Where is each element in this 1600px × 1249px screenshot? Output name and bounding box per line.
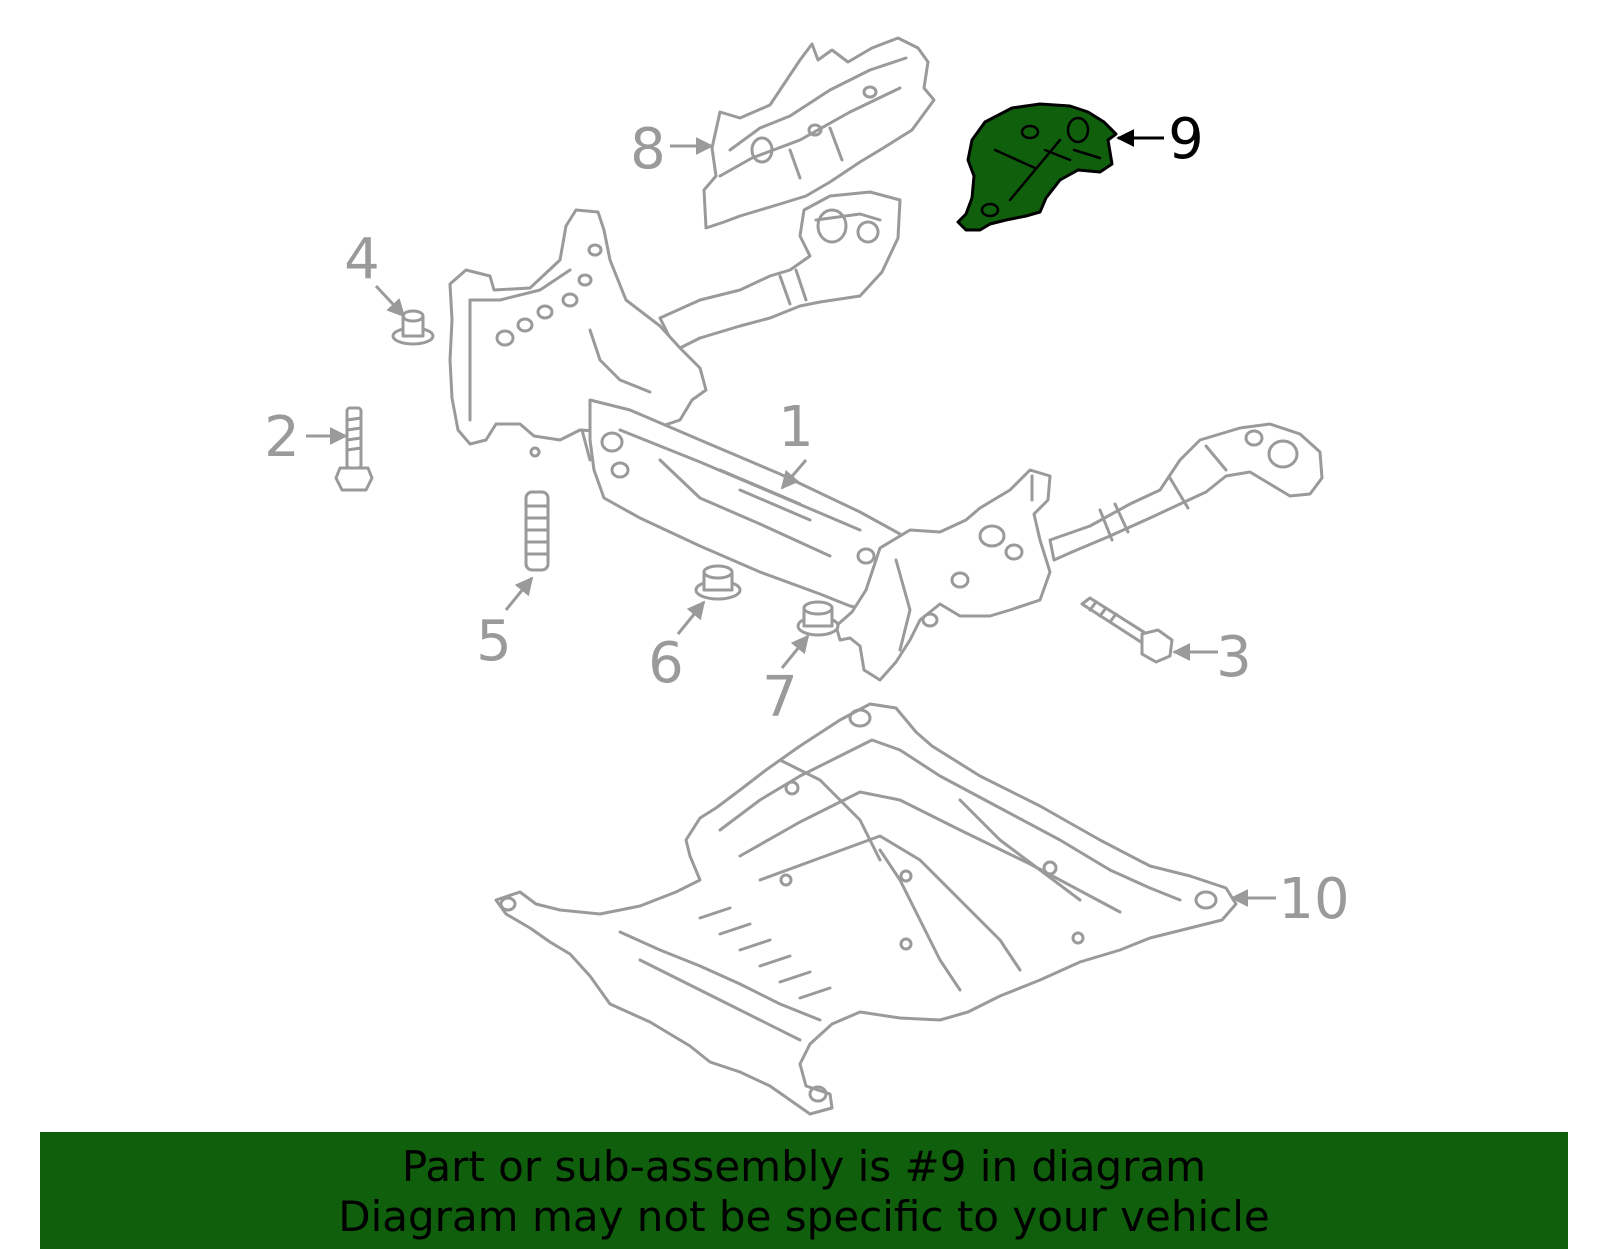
leader-4 bbox=[374, 284, 406, 318]
part-6-bushing[interactable] bbox=[694, 564, 742, 601]
callout-3: 3 bbox=[1216, 625, 1252, 690]
banner-line-2: Diagram may not be specific to your vehi… bbox=[338, 1192, 1270, 1241]
leader-6 bbox=[676, 600, 706, 635]
banner-line-1: Part or sub-assembly is #9 in diagram bbox=[401, 1142, 1207, 1191]
leader-7 bbox=[780, 634, 810, 669]
part-1-front-subframe[interactable] bbox=[448, 190, 1324, 682]
leader-5 bbox=[504, 576, 534, 611]
callout-labels: 1 2 3 4 5 6 7 8 9 10 bbox=[264, 107, 1349, 932]
callout-8: 8 bbox=[630, 117, 666, 182]
callout-10: 10 bbox=[1278, 867, 1349, 932]
part-8-reinforcement-bracket[interactable] bbox=[702, 36, 936, 230]
part-7-bushing[interactable] bbox=[796, 600, 840, 637]
part-9-mount-bracket[interactable] bbox=[956, 102, 1118, 232]
info-banner: Part or sub-assembly is #9 in diagram Di… bbox=[40, 1132, 1568, 1249]
callout-4: 4 bbox=[344, 227, 380, 292]
part-4-mount-bushing[interactable] bbox=[391, 309, 435, 346]
callout-9: 9 bbox=[1168, 107, 1204, 172]
callout-5: 5 bbox=[476, 609, 512, 674]
part-5-stud[interactable] bbox=[524, 490, 550, 572]
part-3-side-bolt[interactable] bbox=[1080, 596, 1174, 664]
part-10-underbody-shield[interactable] bbox=[494, 702, 1238, 1116]
callout-1: 1 bbox=[778, 395, 814, 460]
callout-7: 7 bbox=[762, 665, 798, 730]
callout-6: 6 bbox=[648, 631, 684, 696]
leader-1 bbox=[780, 459, 808, 490]
part-2-subframe-bolt[interactable] bbox=[334, 406, 374, 492]
leader-lines bbox=[306, 129, 1276, 907]
callout-2: 2 bbox=[264, 405, 300, 470]
